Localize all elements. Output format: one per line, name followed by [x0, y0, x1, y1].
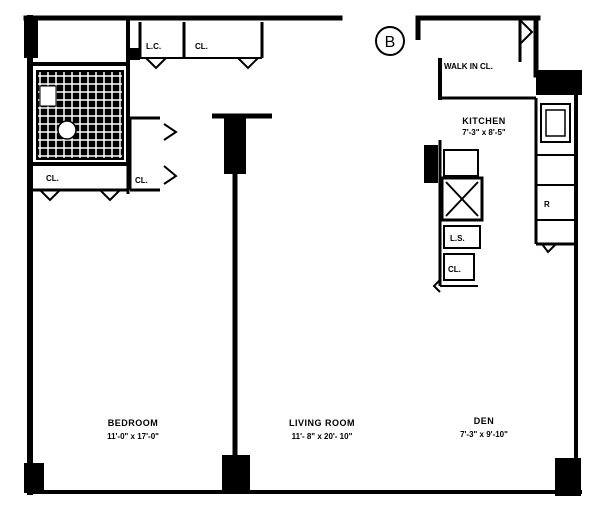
exterior-walls — [23, 15, 582, 495]
top-closet-label: CL. — [195, 42, 208, 51]
door-swings — [39, 19, 557, 293]
bathroom — [36, 70, 124, 160]
sink-icon — [39, 85, 57, 107]
den-dims: 7'-3" x 9'-10" — [460, 430, 508, 439]
hall-closet-label: CL. — [135, 176, 148, 185]
sink-icon — [540, 103, 571, 143]
refrigerator-label: R — [544, 200, 550, 209]
bath-closet-label: CL. — [46, 174, 59, 183]
bedroom-name: BEDROOM — [108, 418, 159, 428]
kitchen-dims: 7'-3" x 8'-5" — [462, 128, 506, 137]
closet-labels: L.C. CL. WALK IN CL. CL. CL. L.S. CL. R — [46, 42, 550, 274]
den-name: DEN — [474, 416, 495, 426]
plan-label: B — [385, 34, 396, 51]
bedroom-dims: 11'-0" x 17'-0" — [107, 432, 159, 441]
walk-in-closet-label: WALK IN CL. — [444, 62, 493, 71]
kitchen-closet-label: CL. — [448, 265, 461, 274]
kitchen-fixtures — [440, 103, 571, 281]
lc-label: L.C. — [146, 42, 161, 51]
room-labels: KITCHEN 7'-3" x 8'-5" BEDROOM 11'-0" x 1… — [107, 116, 508, 441]
kitchen-ls-label: L.S. — [450, 234, 465, 243]
kitchen-name: KITCHEN — [462, 116, 506, 126]
living-room-name: LIVING ROOM — [289, 418, 355, 428]
living-room-dims: 11'- 8" x 20'- 10" — [292, 432, 353, 441]
toilet-icon — [57, 120, 77, 140]
plan-badge: B — [375, 26, 405, 56]
stove-icon — [440, 176, 484, 222]
